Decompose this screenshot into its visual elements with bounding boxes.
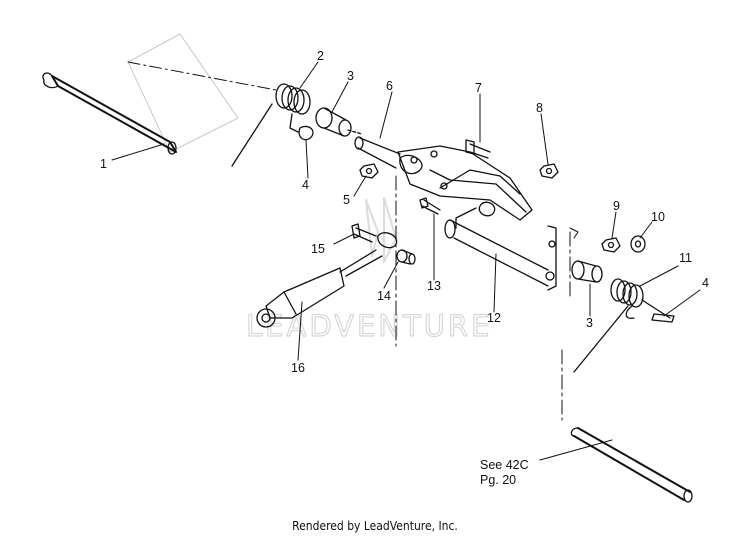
callout-6: 6 <box>386 79 393 93</box>
callout-13: 13 <box>427 279 441 293</box>
callout-3-upper: 3 <box>347 69 354 83</box>
part-10-washer <box>630 235 646 253</box>
part-15-pin <box>351 223 377 243</box>
callout-12: 12 <box>487 311 501 325</box>
part-6-pivot-shaft <box>354 136 401 169</box>
part-1-rod <box>42 33 239 155</box>
callout-1: 1 <box>100 157 107 171</box>
watermark-text: LEADVENTURE <box>246 309 492 343</box>
part-16-gas-cylinder <box>256 232 398 328</box>
centerline-upper <box>127 61 277 91</box>
callout-16: 16 <box>291 361 305 375</box>
pivot-bracket <box>397 145 533 229</box>
part-11-torsion-spring <box>573 278 671 373</box>
phantom-connector <box>569 227 579 239</box>
callout-2: 2 <box>317 49 324 63</box>
part-3-bushing-lower <box>571 260 603 283</box>
watermark-logo-mark <box>365 197 397 263</box>
callout-11: 11 <box>679 251 692 265</box>
callout-14: 14 <box>377 289 391 303</box>
part-9-nut <box>601 237 621 253</box>
callout-8: 8 <box>536 101 543 115</box>
lower-rod <box>570 427 693 503</box>
part-4-clip-lower <box>651 313 675 323</box>
callout-4-lower: 4 <box>702 276 709 290</box>
part-4-clip-upper <box>298 125 314 141</box>
callout-15: 15 <box>311 242 325 256</box>
callout-9: 9 <box>613 199 620 213</box>
see-reference-line-2: Pg. 20 <box>480 473 517 487</box>
leader-lines <box>111 61 701 461</box>
see-reference-line-1: See 42C <box>480 458 529 472</box>
callout-3-lower: 3 <box>586 316 593 330</box>
part-5-nut <box>359 163 379 179</box>
leadventure-watermark: LEADVENTURE <box>245 197 492 344</box>
callout-labels: 1 2 3 3 4 4 5 6 7 8 9 10 11 12 13 14 15 … <box>100 49 709 375</box>
callout-5: 5 <box>343 193 350 207</box>
phantom-line-right <box>561 231 571 421</box>
render-credit-footer: Rendered by LeadVenture, Inc. <box>292 519 458 533</box>
callout-7: 7 <box>475 81 482 95</box>
part-8-nut <box>539 163 559 179</box>
see-reference-note: See 42C Pg. 20 <box>480 458 529 488</box>
part-14-bushing <box>396 249 416 265</box>
callout-4-upper: 4 <box>302 178 309 192</box>
part-13-bolt <box>419 197 441 215</box>
part-3-bushing-upper <box>315 107 363 137</box>
part-7-bolt <box>465 139 491 159</box>
part-2-torsion-spring <box>231 83 311 167</box>
callout-10: 10 <box>651 210 665 224</box>
part-12-lower-arm <box>444 219 557 291</box>
